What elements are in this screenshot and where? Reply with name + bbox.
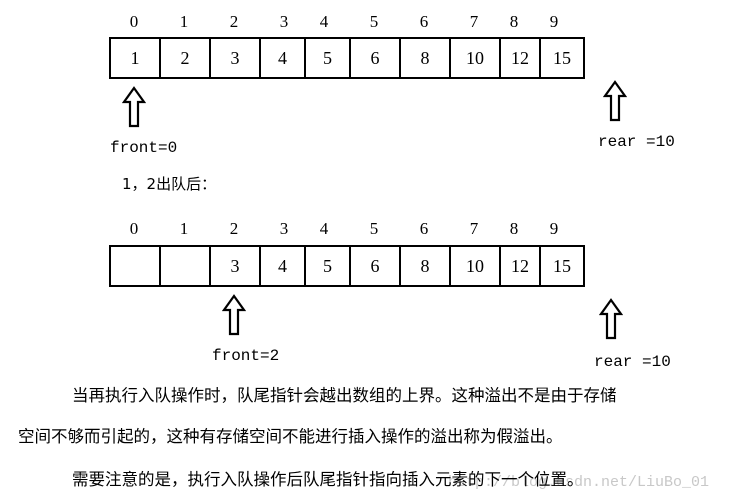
queue-cell: 5 — [304, 245, 351, 287]
index-label: 0 — [129, 12, 139, 31]
index-label: 0 — [129, 219, 139, 238]
queue-cell: 8 — [399, 245, 451, 287]
index-label: 4 — [319, 12, 329, 31]
index-label: 3 — [279, 12, 289, 31]
rear-label: rear =10 — [594, 353, 671, 371]
queue-cell — [159, 245, 211, 287]
index-label: 3 — [279, 219, 289, 238]
queue-cell: 2 — [159, 37, 211, 79]
queue-cell: 8 — [399, 37, 451, 79]
index-label: 8 — [509, 219, 519, 238]
queue-cell: 1 — [109, 37, 161, 79]
queue-cell: 4 — [259, 245, 306, 287]
queue-cell: 3 — [209, 245, 261, 287]
index-label: 4 — [319, 219, 329, 238]
front-label: front=2 — [212, 347, 280, 365]
paragraph-line: 空间不够而引起的，这种有存储空间不能进行插入操作的溢出称为假溢出。 — [18, 427, 563, 446]
queue-cell: 12 — [499, 245, 541, 287]
up-arrow-icon — [122, 86, 146, 128]
index-label: 1 — [179, 219, 189, 238]
paragraph-line: 需要注意的是，执行入队操作后队尾指针指向插入元素的下一个位置。 — [72, 470, 584, 489]
index-label: 9 — [549, 219, 559, 238]
queue-cell: 10 — [449, 245, 501, 287]
index-label: 1 — [179, 12, 189, 31]
front-label: front=0 — [110, 139, 178, 157]
queue-cell: 12 — [499, 37, 541, 79]
rear-label: rear =10 — [598, 133, 675, 151]
index-label: 6 — [419, 12, 429, 31]
index-label: 5 — [369, 219, 379, 238]
index-label: 2 — [229, 12, 239, 31]
index-label: 5 — [369, 12, 379, 31]
queue-cell: 15 — [539, 245, 585, 287]
queue-cell: 6 — [349, 245, 401, 287]
queue-cell: 4 — [259, 37, 306, 79]
index-label: 7 — [469, 219, 479, 238]
caption: 1，2出队后： — [122, 175, 217, 193]
up-arrow-icon — [222, 294, 246, 336]
index-label: 8 — [509, 12, 519, 31]
queue-cell: 5 — [304, 37, 351, 79]
up-arrow-icon — [599, 298, 623, 340]
queue-cell: 3 — [209, 37, 261, 79]
index-label: 9 — [549, 12, 559, 31]
index-label: 2 — [229, 219, 239, 238]
paragraph-line: 当再执行入队操作时，队尾指针会越出数组的上界。这种溢出不是由于存储 — [72, 386, 617, 405]
queue-cell: 10 — [449, 37, 501, 79]
queue-cell — [109, 245, 161, 287]
watermark: http://blog.csdn.net/LiuBo_01 — [448, 474, 710, 491]
up-arrow-icon — [603, 80, 627, 122]
queue-cell: 15 — [539, 37, 585, 79]
index-label: 6 — [419, 219, 429, 238]
queue-cell: 6 — [349, 37, 401, 79]
index-label: 7 — [469, 12, 479, 31]
